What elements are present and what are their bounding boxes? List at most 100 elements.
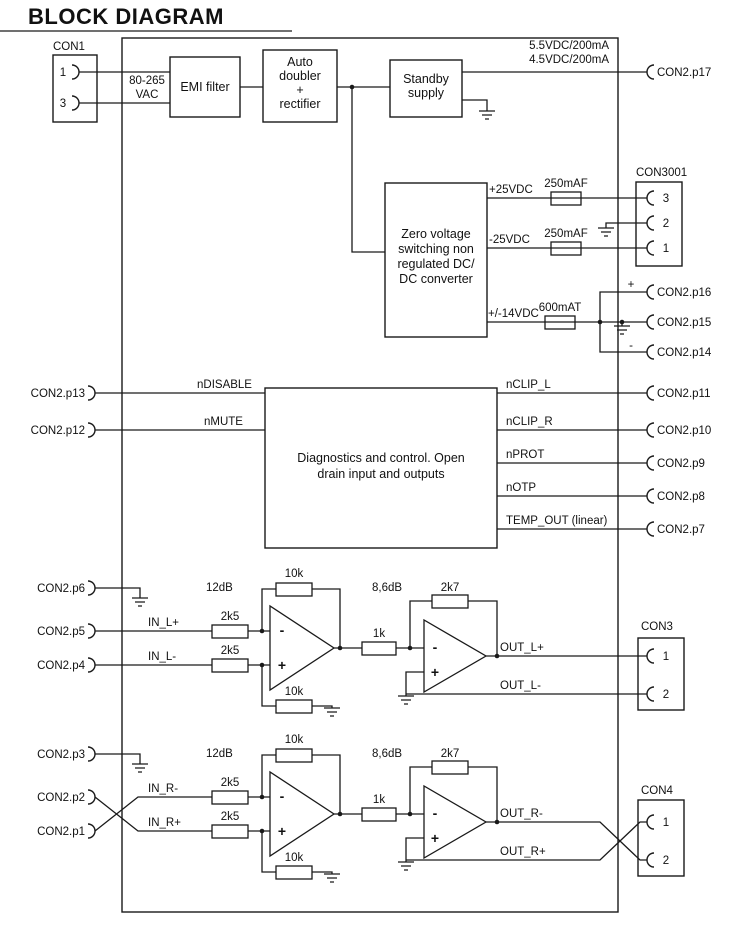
pin-con2-p5: CON2.p5 [37,626,85,638]
gain-8-6db-left: 8,6dB [372,582,402,594]
diagnostics-label-line2: drain input and outputs [317,467,444,481]
zvs-label-line3: regulated DC/ [397,257,475,271]
pin-con2-p7: CON2.p7 [657,524,705,536]
pin-con2-p8: CON2.p8 [657,491,705,503]
ground-left-output-stage [397,695,415,705]
pin-con2-p13: CON2.p13 [31,388,85,400]
resistor-2k5-left-input-top [211,624,249,639]
con3-pin1-number: 1 [663,651,669,663]
resistor-2k7-right-feedback [431,760,469,775]
pin-con2-p1: CON2.p1 [37,826,85,838]
resistor-1k-left-series [361,641,397,656]
right-margin-con2-pin-arcs [646,64,655,537]
doubler-label-line1: Auto [287,55,313,69]
signal-out-r-plus: OUT_R+ [500,846,546,858]
resistors-right-channel [211,748,469,880]
opamp-l2-plus-sign: + [431,664,439,680]
ground-right-output-stage [397,861,415,871]
value-2k5-right-bottom: 2k5 [221,811,240,823]
rail-minus25-label: -25VDC [489,234,530,246]
opamp-l1-plus-sign: + [278,657,286,673]
con4-pin1-number: 1 [663,817,669,829]
con3001-pin1-number: 1 [663,243,669,255]
con3-label: CON3 [641,621,673,633]
ground-standby-supply [478,110,496,120]
standby-label-line2: supply [408,86,445,100]
value-10k-right-bottom: 10k [285,852,304,864]
value-10k-left-bottom: 10k [285,686,304,698]
polarity-plus-sign: + [628,279,635,291]
emi-filter-label: EMI filter [180,80,229,94]
signal-nclip-l: nCLIP_L [506,379,551,391]
pin-con2-p11: CON2.p11 [657,388,710,400]
signal-in-r-minus: IN_R- [148,783,178,795]
auto-doubler-rectifier-box [262,49,338,123]
con3001-label: CON3001 [636,167,687,179]
resistors-left-channel [211,582,469,714]
opamp-r1-plus-sign: + [278,823,286,839]
opamp-left-input-stage [269,604,336,692]
value-10k-left-top: 10k [285,568,304,580]
signal-nmute: nMUTE [204,416,243,428]
signal-nclip-r: nCLIP_R [506,416,553,428]
signal-notp: nOTP [506,482,536,494]
gain-8-6db-right: 8,6dB [372,748,402,760]
pin-con2-p15: CON2.p15 [657,317,711,329]
pin-con2-p4: CON2.p4 [37,660,86,672]
fuse-250maf-neg-rail [550,241,582,256]
con4-label: CON4 [641,785,674,797]
value-2k7-right: 2k7 [441,748,460,760]
gain-12db-left: 12dB [206,582,233,594]
resistor-10k-left-bottom [275,699,313,714]
pin-con2-p16: CON2.p16 [657,287,711,299]
con1-pin1-number: 1 [60,67,66,79]
mains-voltage-line2: VAC [136,89,159,101]
con4-pin-arcs [646,814,655,868]
opamp-l1-minus-sign: - [280,622,285,638]
ground-right-10k-bottom [323,873,341,883]
ground-pm14-return [613,325,631,335]
con1-box [52,54,98,123]
polarity-minus-sign: - [629,340,633,352]
mains-voltage-line1: 80-265 [129,75,165,87]
pin-con2-p12: CON2.p12 [31,425,85,437]
diagnostics-control-box [264,387,498,549]
value-1k-right: 1k [373,794,385,806]
con3-pin-arcs [646,648,655,702]
value-1k-left: 1k [373,628,385,640]
con3-box [637,637,685,711]
zvs-label-line2: switching non [398,242,474,256]
signal-nprot: nPROT [506,449,544,461]
resistor-10k-left-top-feedback [275,582,313,597]
con3-pin2-number: 2 [663,689,669,701]
pin-con2-p14: CON2.p14 [657,347,712,359]
wires-diagnostics-section [95,392,647,530]
fuse-250maf-neg-label: 250mAF [544,228,587,240]
value-2k5-left-bottom: 2k5 [221,645,240,657]
rail-5v5-label: 5.5VDC/200mA [529,40,609,52]
resistor-2k5-right-input-top [211,790,249,805]
value-2k5-left-top: 2k5 [221,611,240,623]
con4-pin2-number: 2 [663,855,669,867]
value-10k-right-top: 10k [285,734,304,746]
pin-con2-p17: CON2.p17 [657,67,711,79]
ground-con2-p3 [131,763,149,773]
opamp-l2-minus-sign: - [433,639,438,655]
zvs-label-line1: Zero voltage [401,227,471,241]
page-title: BLOCK DIAGRAM [28,4,224,29]
standby-supply-box [389,59,463,118]
resistor-1k-right-series [361,807,397,822]
resistor-2k7-left-feedback [431,594,469,609]
standby-label-line1: Standby [403,72,450,86]
signal-out-l-minus: OUT_L- [500,680,541,692]
pin-con2-p3: CON2.p3 [37,749,85,761]
signal-in-l-plus: IN_L+ [148,617,179,629]
signal-in-l-minus: IN_L- [148,651,176,663]
con3001-pin-arcs [646,190,655,256]
rail-pm14-label: +/-14VDC [488,308,539,320]
rail-plus25-label: +25VDC [489,184,533,196]
con1-label: CON1 [53,41,85,53]
rail-4v5-label: 4.5VDC/200mA [529,54,609,66]
value-2k7-left: 2k7 [441,582,460,594]
fuse-250maf-pos-label: 250mAF [544,178,587,190]
